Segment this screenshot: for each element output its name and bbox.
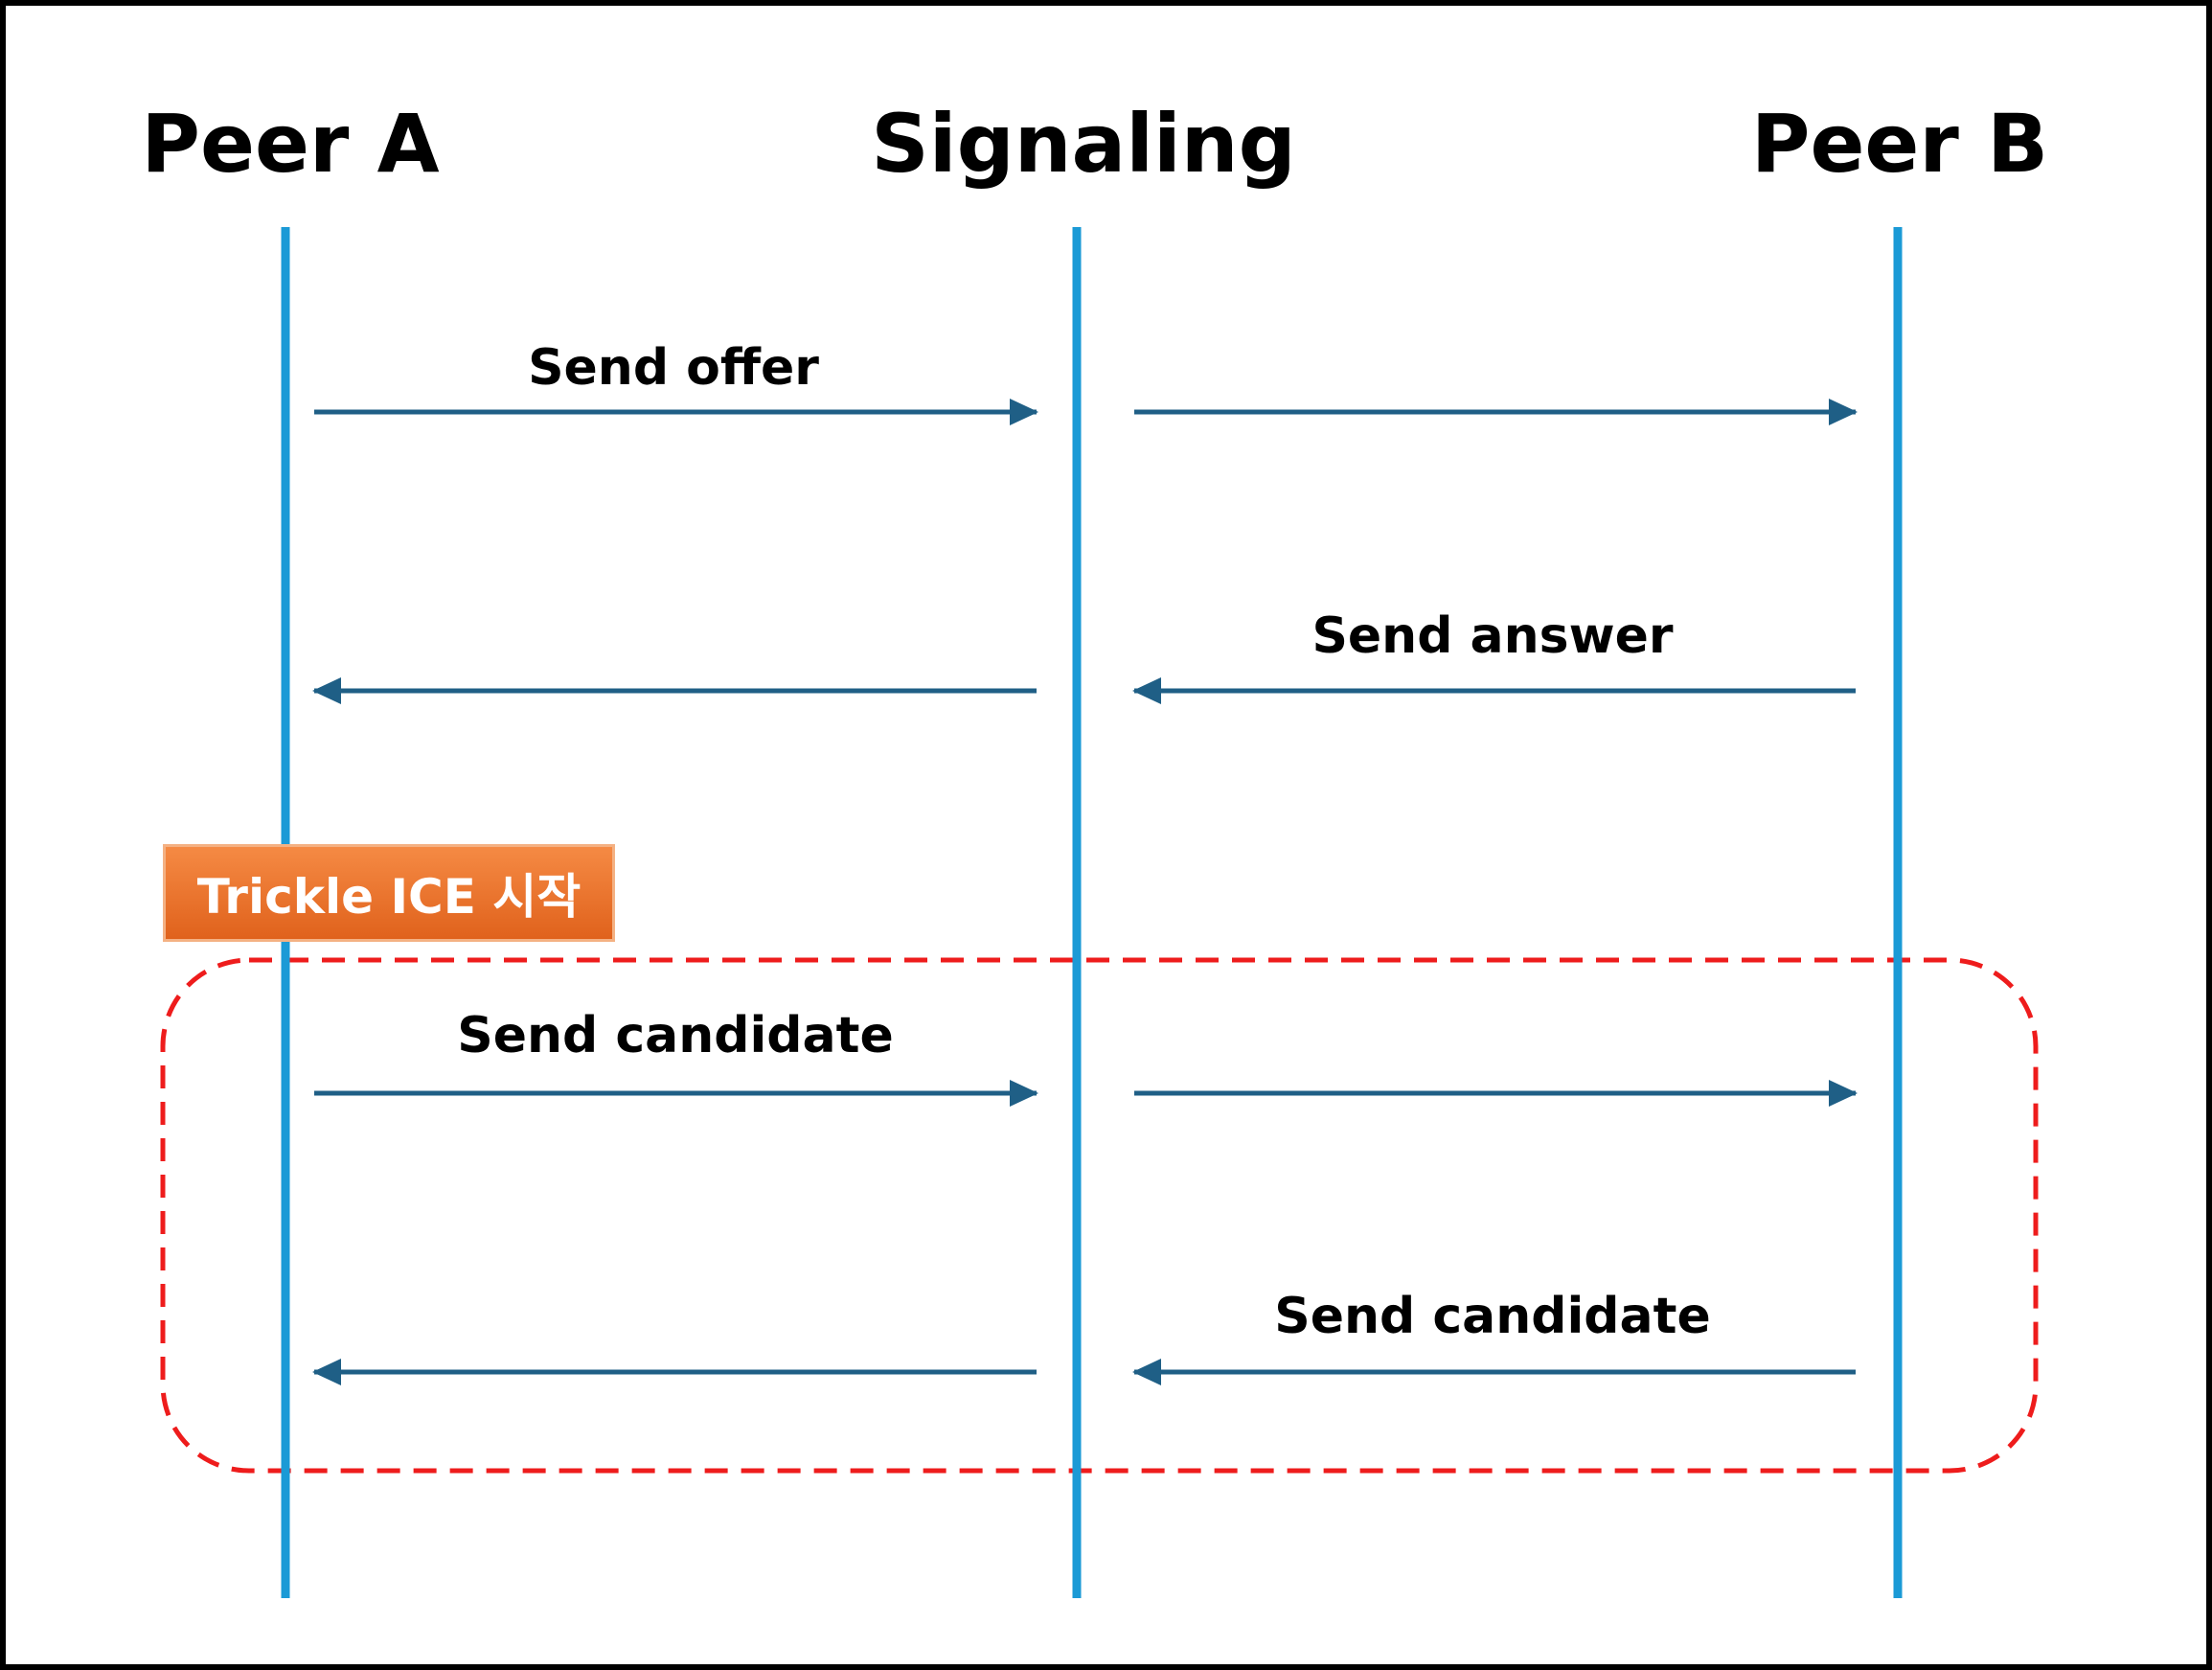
message-label-send-candidate-b: Send candidate [1274, 1288, 1711, 1345]
message-label-send-answer: Send answer [1311, 607, 1674, 665]
trickle-ice-start-badge: Trickle ICE 시작 [163, 844, 615, 942]
participant-peer-b: Peer B [1750, 97, 2049, 191]
trickle-ice-region [160, 957, 2039, 1474]
message-arrows [312, 399, 1858, 1385]
participant-signaling: Signaling [871, 97, 1296, 191]
message-label-send-offer: Send offer [528, 339, 819, 397]
message-label-send-candidate-a: Send candidate [457, 1007, 894, 1064]
participant-peer-a: Peer A [141, 97, 440, 191]
